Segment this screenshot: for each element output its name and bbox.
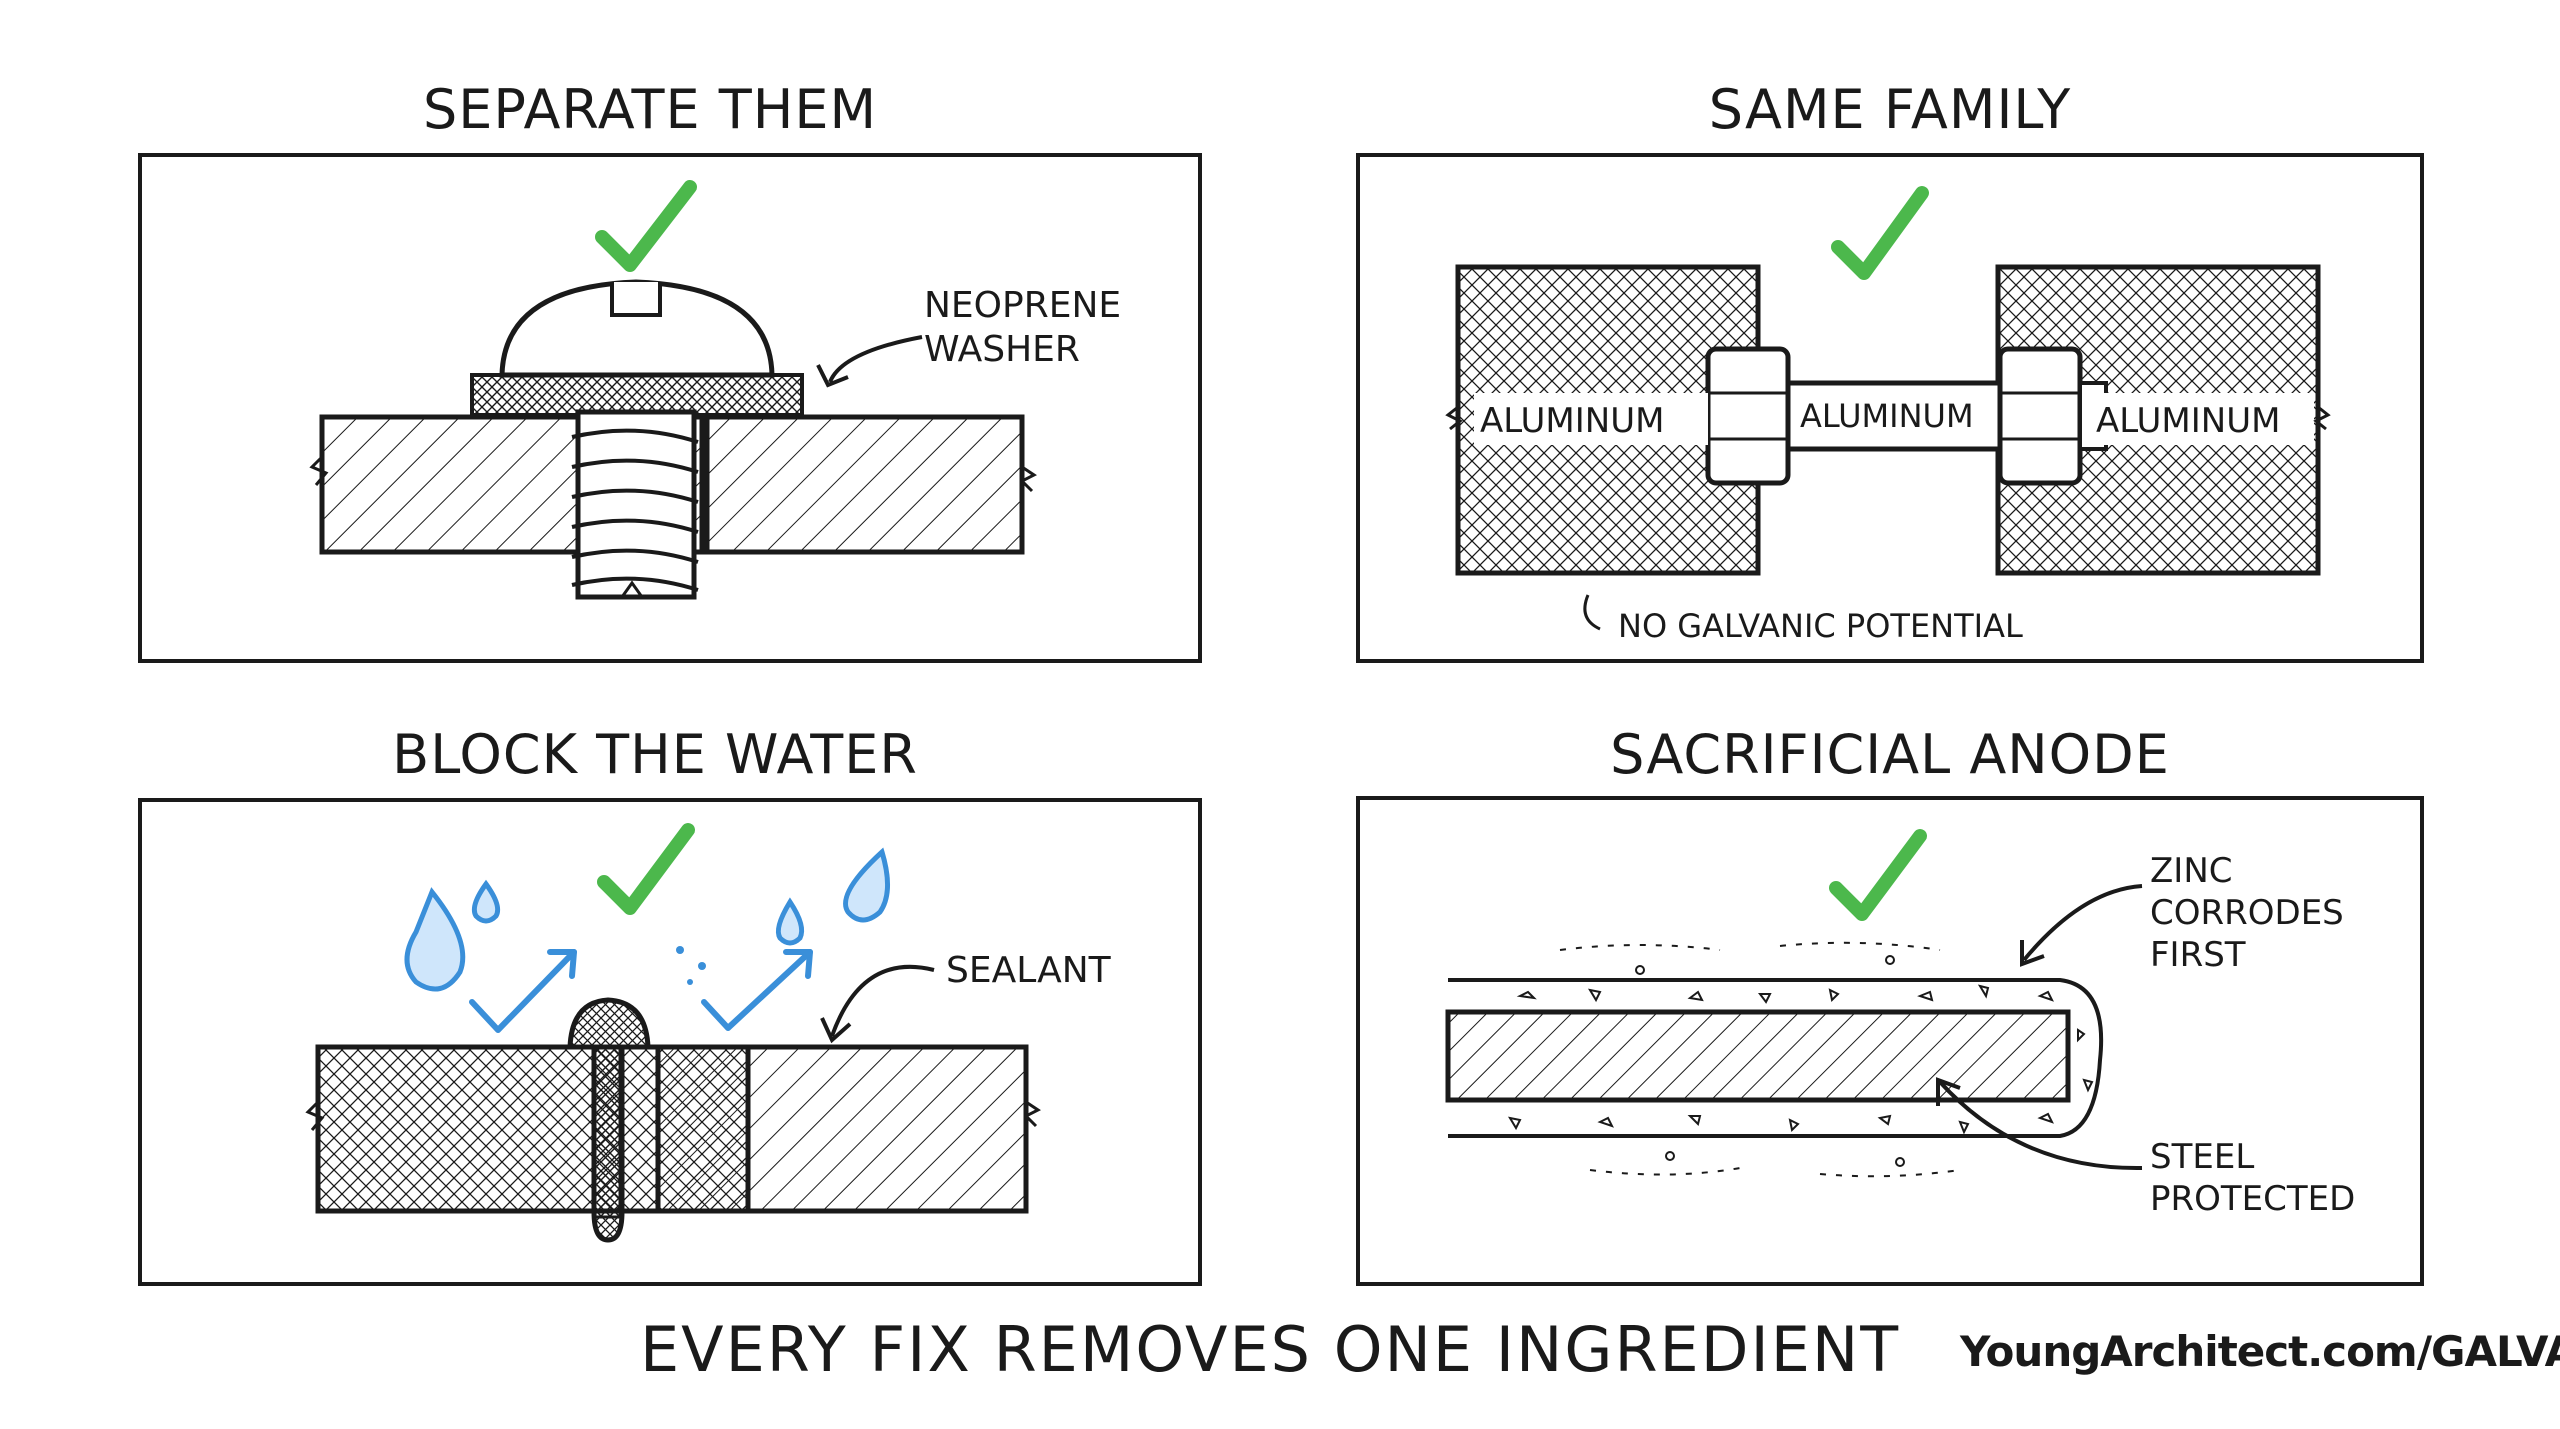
neoprene-washer bbox=[470, 373, 804, 417]
note-arrow bbox=[1583, 594, 1601, 631]
steel-arrow bbox=[1938, 1080, 2143, 1171]
footer-url[interactable]: YoungArchitect.com/GALVANIC bbox=[1960, 1327, 2560, 1376]
bolt-nut-left bbox=[1705, 346, 1791, 486]
check-icon bbox=[597, 823, 695, 915]
zinc-arrow bbox=[2022, 884, 2143, 962]
washer-label-line1: NEOPRENE bbox=[924, 285, 1121, 326]
zinc-label-line1: ZINC bbox=[2150, 851, 2233, 891]
steel-core bbox=[1445, 1009, 2071, 1103]
block-the-water-drawing: SEALANT bbox=[305, 823, 1112, 1243]
panel-title-same-family: SAME FAMILY bbox=[1708, 78, 2072, 141]
panel-title-sacrificial-anode: SACRIFICIAL ANODE bbox=[1610, 723, 2170, 786]
water-drop-icon bbox=[843, 847, 891, 923]
check-icon bbox=[1831, 186, 1929, 280]
water-drop-icon bbox=[471, 879, 501, 924]
washer-label-line2: WASHER bbox=[924, 329, 1080, 370]
zinc-flakes bbox=[1507, 984, 2094, 1135]
aluminum-label-middle: ALUMINUM bbox=[1800, 397, 1974, 435]
sealant-label: SEALANT bbox=[946, 950, 1112, 991]
check-icon bbox=[595, 180, 697, 272]
panel-sacrificial-anode: ZINC CORRODES FIRST STEEL PROTECTED bbox=[1356, 796, 2424, 1286]
washer-arrow bbox=[828, 335, 923, 383]
water-deflect-arrow-right bbox=[701, 949, 813, 1031]
separate-them-drawing: NEOPRENE WASHER bbox=[309, 180, 1121, 600]
zinc-label-line2: CORRODES bbox=[2150, 893, 2344, 933]
panel-block-the-water: SEALANT bbox=[138, 798, 1202, 1286]
aluminum-label-left: ALUMINUM bbox=[1480, 401, 1664, 441]
panel-separate-them: NEOPRENE WASHER bbox=[138, 153, 1202, 663]
panel-title-block-the-water: BLOCK THE WATER bbox=[392, 723, 918, 786]
check-icon bbox=[1829, 829, 1927, 921]
screw-shank bbox=[575, 409, 697, 600]
aluminum-label-right: ALUMINUM bbox=[2096, 401, 2280, 441]
water-drop-icon bbox=[404, 887, 466, 992]
footer-caption: EVERY FIX REMOVES ONE INGREDIENT bbox=[640, 1313, 1901, 1386]
steel-label-line2: PROTECTED bbox=[2150, 1179, 2355, 1219]
bolt-nut-right bbox=[1997, 346, 2083, 486]
sealant-arrow bbox=[830, 964, 935, 1037]
water-drops bbox=[404, 847, 891, 992]
water-drop-icon bbox=[775, 897, 805, 946]
steel-label-line1: STEEL bbox=[2150, 1137, 2254, 1177]
panel-same-family: ALUMINUM ALUMINUM ALUMINUM NO GALVANIC P… bbox=[1356, 153, 2424, 663]
panel-title-separate-them: SEPARATE THEM bbox=[422, 78, 878, 141]
no-galvanic-note: NO GALVANIC POTENTIAL bbox=[1618, 607, 2023, 645]
right-plate bbox=[655, 1044, 1029, 1214]
zinc-label-line3: FIRST bbox=[2150, 935, 2246, 975]
sacrificial-anode-drawing: ZINC CORRODES FIRST STEEL PROTECTED bbox=[1445, 829, 2355, 1219]
water-deflect-arrow-left bbox=[469, 949, 577, 1033]
same-family-drawing: ALUMINUM ALUMINUM ALUMINUM NO GALVANIC P… bbox=[1445, 186, 2331, 645]
right-plate bbox=[699, 414, 1025, 555]
